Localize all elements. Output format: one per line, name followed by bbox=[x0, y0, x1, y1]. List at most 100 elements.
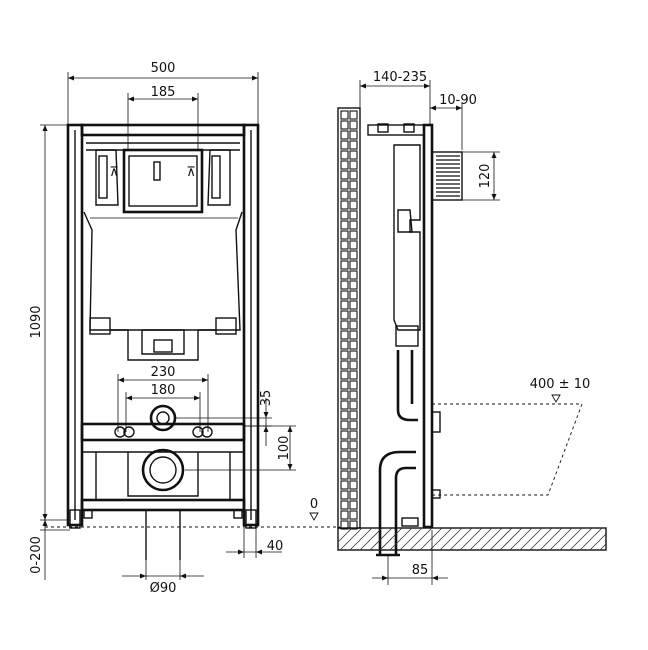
brick bbox=[349, 260, 358, 270]
brick bbox=[340, 170, 349, 180]
dim-offset-100: 100 bbox=[277, 436, 292, 461]
dim-bolt-outer: 230 bbox=[151, 365, 176, 380]
hatch-line bbox=[559, 527, 583, 551]
hatch-line bbox=[439, 527, 463, 551]
brick bbox=[340, 330, 349, 340]
side-view: 140-235 10-90 120 bbox=[337, 70, 607, 585]
brick bbox=[349, 400, 358, 410]
brick bbox=[340, 470, 349, 480]
hatch-line bbox=[339, 527, 363, 551]
dim-floor-level: 0 bbox=[310, 497, 318, 512]
dim-panel-depth: 10-90 bbox=[439, 93, 477, 108]
brick bbox=[340, 240, 349, 250]
brick bbox=[340, 270, 349, 280]
brick bbox=[340, 180, 349, 190]
dim-wall-depth: 140-235 bbox=[373, 70, 427, 85]
brick bbox=[349, 480, 358, 490]
brick bbox=[349, 500, 358, 510]
hatch-line bbox=[589, 533, 607, 551]
svg-text:⊼: ⊼ bbox=[186, 165, 196, 180]
brick bbox=[349, 450, 358, 460]
hatch-line bbox=[337, 527, 353, 543]
brick bbox=[349, 390, 358, 400]
hatch-line bbox=[599, 543, 607, 551]
hatch-line bbox=[569, 527, 593, 551]
brick bbox=[349, 180, 358, 190]
brick bbox=[340, 480, 349, 490]
brick bbox=[349, 130, 358, 140]
hatch-line bbox=[459, 527, 483, 551]
brick bbox=[349, 420, 358, 430]
hatch-line bbox=[409, 527, 433, 551]
brick bbox=[340, 350, 349, 360]
brick bbox=[340, 150, 349, 160]
brick bbox=[340, 320, 349, 330]
hatch-line bbox=[479, 527, 503, 551]
brick bbox=[349, 270, 358, 280]
hatch-line bbox=[469, 527, 493, 551]
brick bbox=[340, 360, 349, 370]
brick bbox=[340, 130, 349, 140]
brick bbox=[349, 360, 358, 370]
hatch-line bbox=[539, 527, 563, 551]
hatch-line bbox=[349, 527, 373, 551]
brick bbox=[340, 120, 349, 130]
hatch-line bbox=[509, 527, 533, 551]
flush-plate-ribs bbox=[436, 155, 460, 197]
hatch-line bbox=[519, 527, 543, 551]
dim-width-total: 500 bbox=[151, 61, 176, 76]
hatch-line bbox=[369, 527, 393, 551]
dim-height-total: 1090 bbox=[29, 305, 44, 338]
brick bbox=[349, 380, 358, 390]
brick bbox=[340, 520, 349, 530]
brick bbox=[349, 300, 358, 310]
brick bbox=[340, 390, 349, 400]
dim-drain-diameter: Ø90 bbox=[150, 581, 177, 596]
brick bbox=[349, 330, 358, 340]
brick bbox=[349, 310, 358, 320]
front-view: 500 185 1090 0-200 ⊼ ⊼ bbox=[29, 61, 340, 596]
dim-bowl-projection: 400 ± 10 bbox=[530, 377, 591, 392]
brick bbox=[349, 280, 358, 290]
dim-adjust-bottom: 0-200 bbox=[29, 536, 44, 574]
brick bbox=[340, 140, 349, 150]
brick bbox=[340, 380, 349, 390]
brick bbox=[349, 370, 358, 380]
brick-wall bbox=[340, 110, 358, 530]
brick bbox=[349, 250, 358, 260]
brick bbox=[349, 430, 358, 440]
svg-text:⊼: ⊼ bbox=[109, 165, 119, 180]
hatch-line bbox=[499, 527, 523, 551]
hatch-line bbox=[529, 527, 553, 551]
dim-foot-40: 40 bbox=[267, 539, 284, 554]
brick bbox=[340, 410, 349, 420]
brick bbox=[340, 290, 349, 300]
hatch-line bbox=[449, 527, 473, 551]
brick bbox=[340, 340, 349, 350]
hatch-line bbox=[429, 527, 453, 551]
hatch-line bbox=[399, 527, 423, 551]
brick bbox=[340, 430, 349, 440]
brick bbox=[340, 280, 349, 290]
brick bbox=[349, 140, 358, 150]
floor-hatch bbox=[337, 527, 607, 551]
dim-flush-height: 120 bbox=[478, 164, 493, 189]
brick bbox=[340, 160, 349, 170]
brick bbox=[349, 220, 358, 230]
brick bbox=[340, 220, 349, 230]
brick bbox=[340, 300, 349, 310]
brick bbox=[349, 110, 358, 120]
hatch-line bbox=[549, 527, 573, 551]
brick bbox=[349, 520, 358, 530]
brick bbox=[349, 490, 358, 500]
brick bbox=[349, 460, 358, 470]
brick bbox=[340, 210, 349, 220]
dim-cistern-width: 185 bbox=[151, 85, 176, 100]
dim-bolt-inner: 180 bbox=[151, 383, 176, 398]
brick bbox=[349, 320, 358, 330]
brick bbox=[340, 420, 349, 430]
dim-floor-offset: 85 bbox=[412, 563, 429, 578]
brick bbox=[340, 400, 349, 410]
brick bbox=[340, 500, 349, 510]
